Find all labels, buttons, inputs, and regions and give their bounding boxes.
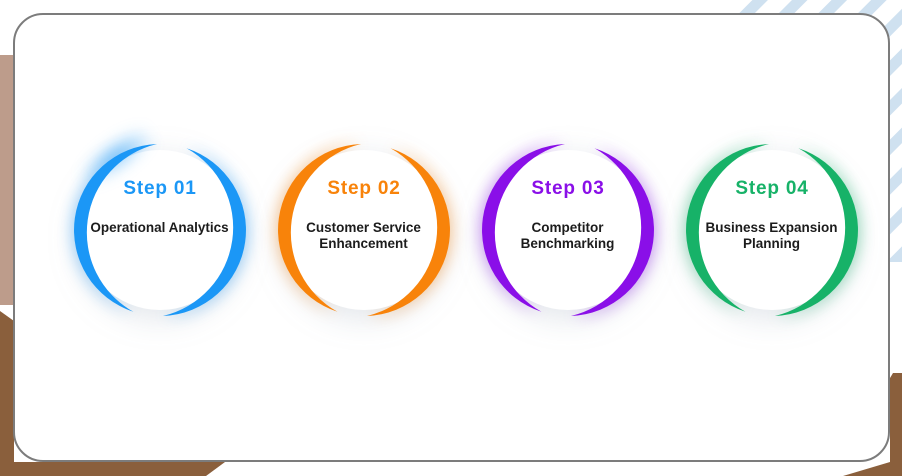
step-subtitle: Customer Service Enhancement	[306, 220, 421, 252]
white-disc	[283, 150, 444, 310]
ring-arc-left	[481, 144, 565, 312]
white-disc	[79, 150, 240, 310]
step-title: Step 02	[327, 178, 400, 199]
step-subtitle: Operational Analytics	[90, 220, 229, 235]
steps-row: Step 01 Operational Analytics Step	[29, 102, 888, 318]
ring-arc-right	[162, 148, 246, 316]
white-disc	[691, 150, 852, 310]
ring	[685, 144, 858, 316]
tan-bar	[0, 55, 14, 305]
ring-arc-right	[570, 148, 654, 316]
step-subtitle: Competitor Benchmarking	[520, 220, 615, 252]
step-circle-1: Step 01 Operational Analytics	[54, 102, 248, 318]
step-4-graphic: Step 04	[685, 144, 858, 316]
step-title: Step 04	[735, 178, 808, 199]
ring-arc-left	[277, 144, 361, 312]
ring	[277, 144, 450, 316]
step-title: Step 03	[531, 178, 604, 199]
ring-arc-right	[774, 148, 858, 316]
main-card: Step 01 Operational Analytics Step	[13, 13, 890, 462]
step-circle-2: Step 02 Customer Service Enhancement	[276, 142, 452, 318]
ring-arc-right	[366, 148, 450, 316]
step-3-graphic: Step 03	[481, 144, 654, 316]
step-circle-4: Step 04 Business Expansion Planning	[684, 142, 860, 318]
brown-shape-bottom-right	[843, 373, 902, 476]
white-disc	[487, 150, 648, 310]
ring-arc-left	[685, 144, 769, 312]
step-2-graphic: Step 02	[277, 144, 450, 316]
ring	[481, 144, 654, 316]
step-circle-3: Step 03 Competitor Benchmarking	[480, 142, 656, 318]
step-title: Step 01	[123, 178, 196, 199]
step-subtitle: Business Expansion Planning	[705, 220, 838, 252]
